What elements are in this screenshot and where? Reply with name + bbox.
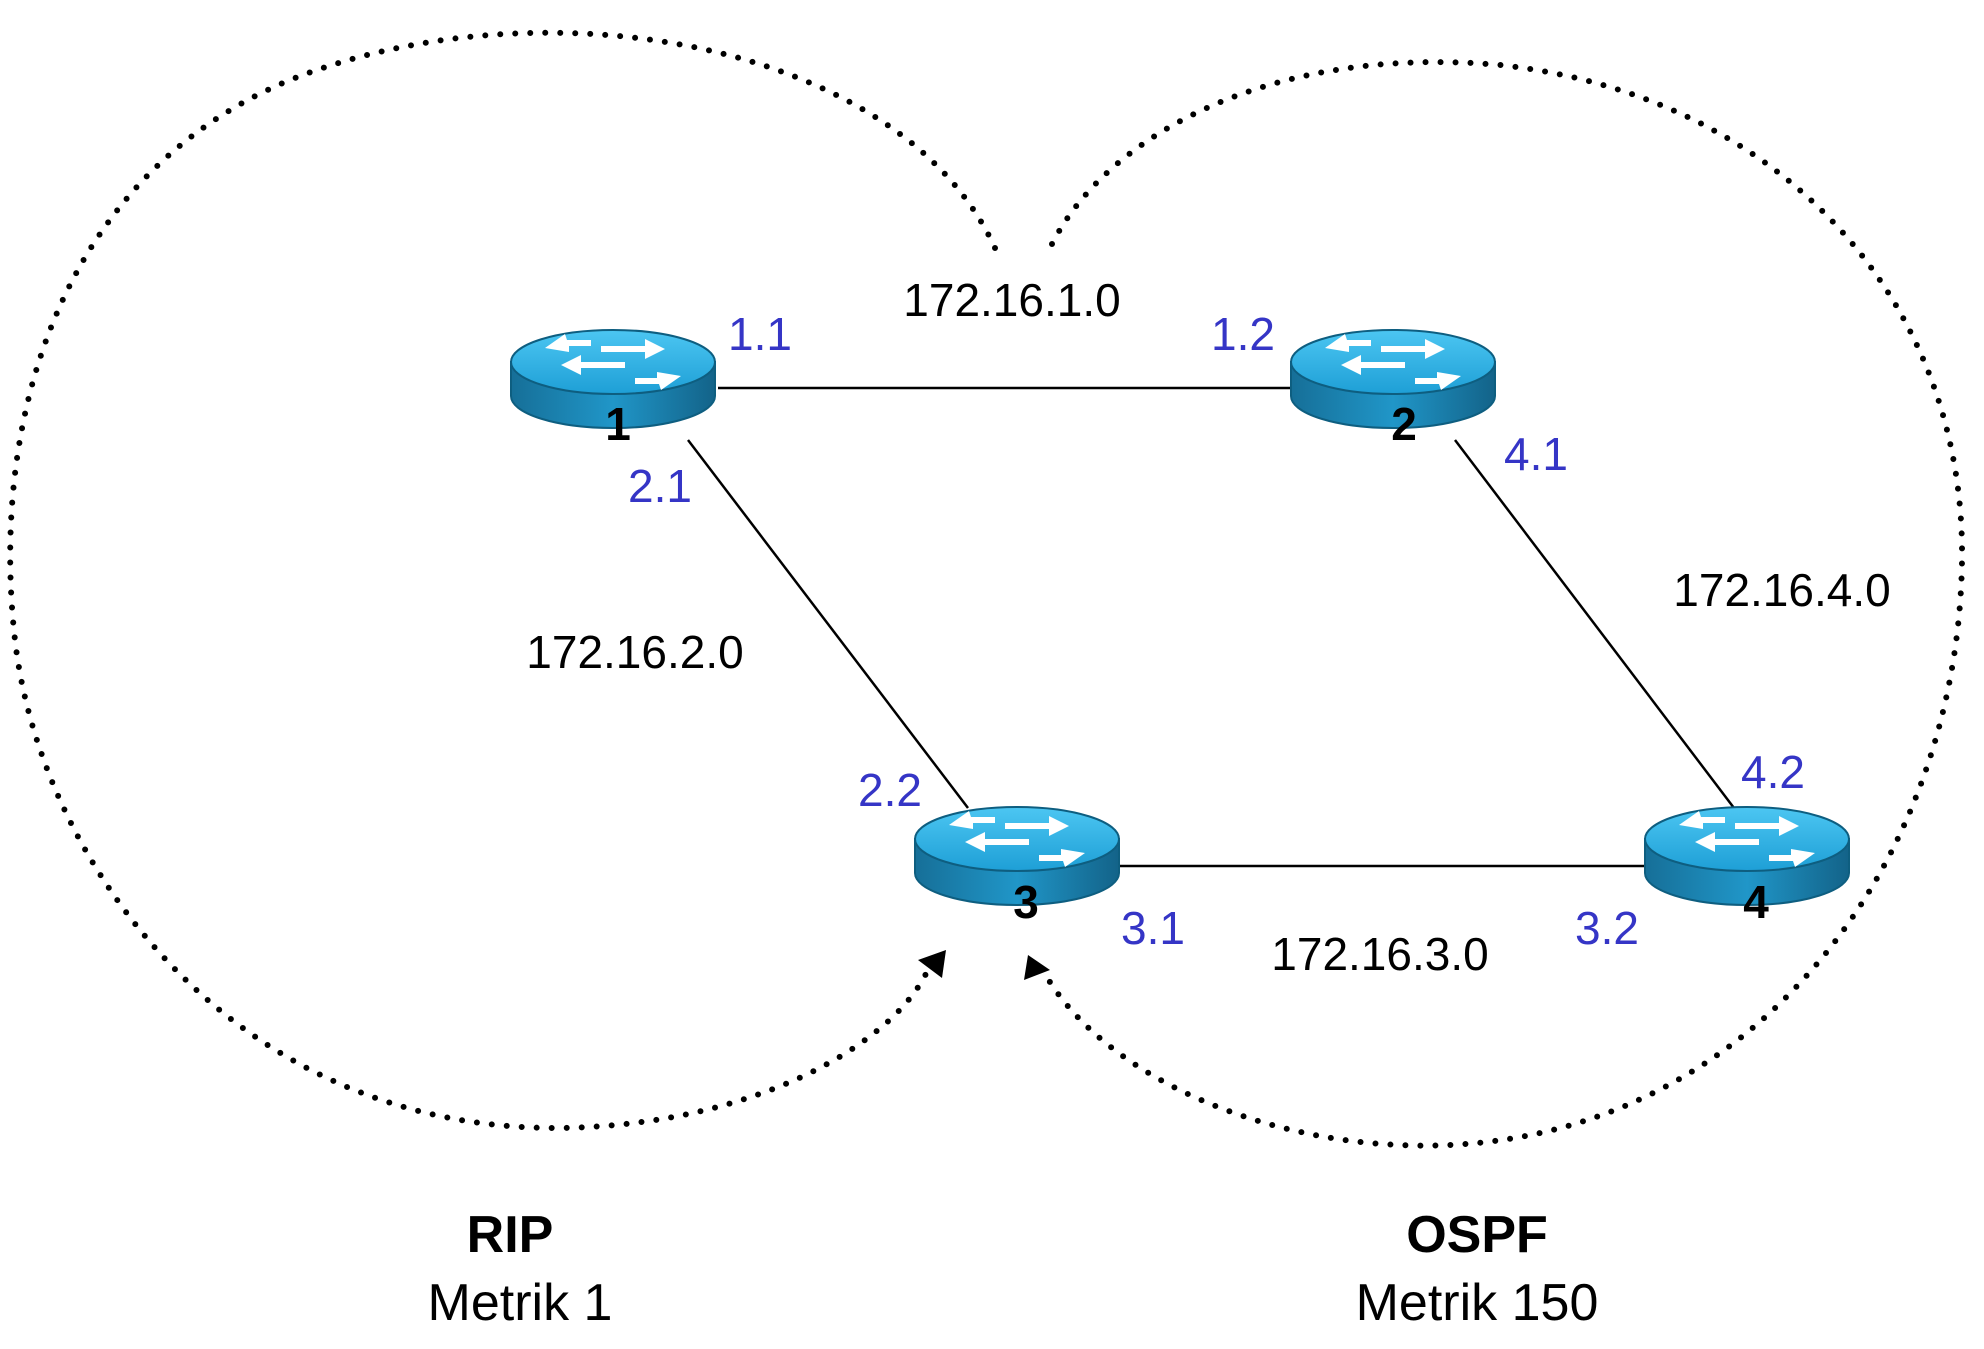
interface-label: 4.1 (1504, 428, 1568, 480)
router-2[interactable]: 2 (1290, 329, 1496, 450)
network-label-172-16-2-0: 172.16.2.0 (526, 626, 743, 678)
rip-region-curve (7, 29, 998, 1132)
interface-label: 2.2 (858, 764, 922, 816)
link-1-3 (687, 439, 969, 809)
interface-label: 1.1 (728, 308, 792, 360)
network-label-172-16-1-0: 172.16.1.0 (903, 274, 1120, 326)
router-label: 1 (605, 398, 631, 450)
ospf-arrowhead-icon (1024, 955, 1050, 980)
interface-label: 4.2 (1741, 746, 1805, 798)
interface-label: 2.1 (628, 460, 692, 512)
network-label-172-16-3-0: 172.16.3.0 (1271, 928, 1488, 980)
interface-label: 1.2 (1211, 308, 1275, 360)
ospf-metric-label: Metrik 150 (1356, 1274, 1599, 1332)
router-1[interactable]: 1 (510, 329, 716, 450)
rip-protocol-name: RIP (467, 1206, 554, 1264)
ospf-region-curve (1024, 59, 1966, 1149)
rip-metric-label: Metrik 1 (428, 1274, 613, 1332)
interface-label: 3.1 (1121, 902, 1185, 954)
interface-label: 3.2 (1575, 902, 1639, 954)
ospf-protocol-name: OSPF (1406, 1206, 1548, 1264)
router-label: 3 (1013, 876, 1039, 928)
network-label-172-16-4-0: 172.16.4.0 (1673, 564, 1890, 616)
router-3[interactable]: 3 (914, 806, 1120, 928)
rip-arrowhead-icon (918, 950, 946, 978)
router-4[interactable]: 4 (1644, 806, 1850, 928)
link-2-4 (1454, 439, 1735, 809)
router-label: 4 (1743, 876, 1769, 928)
router-label: 2 (1391, 398, 1417, 450)
